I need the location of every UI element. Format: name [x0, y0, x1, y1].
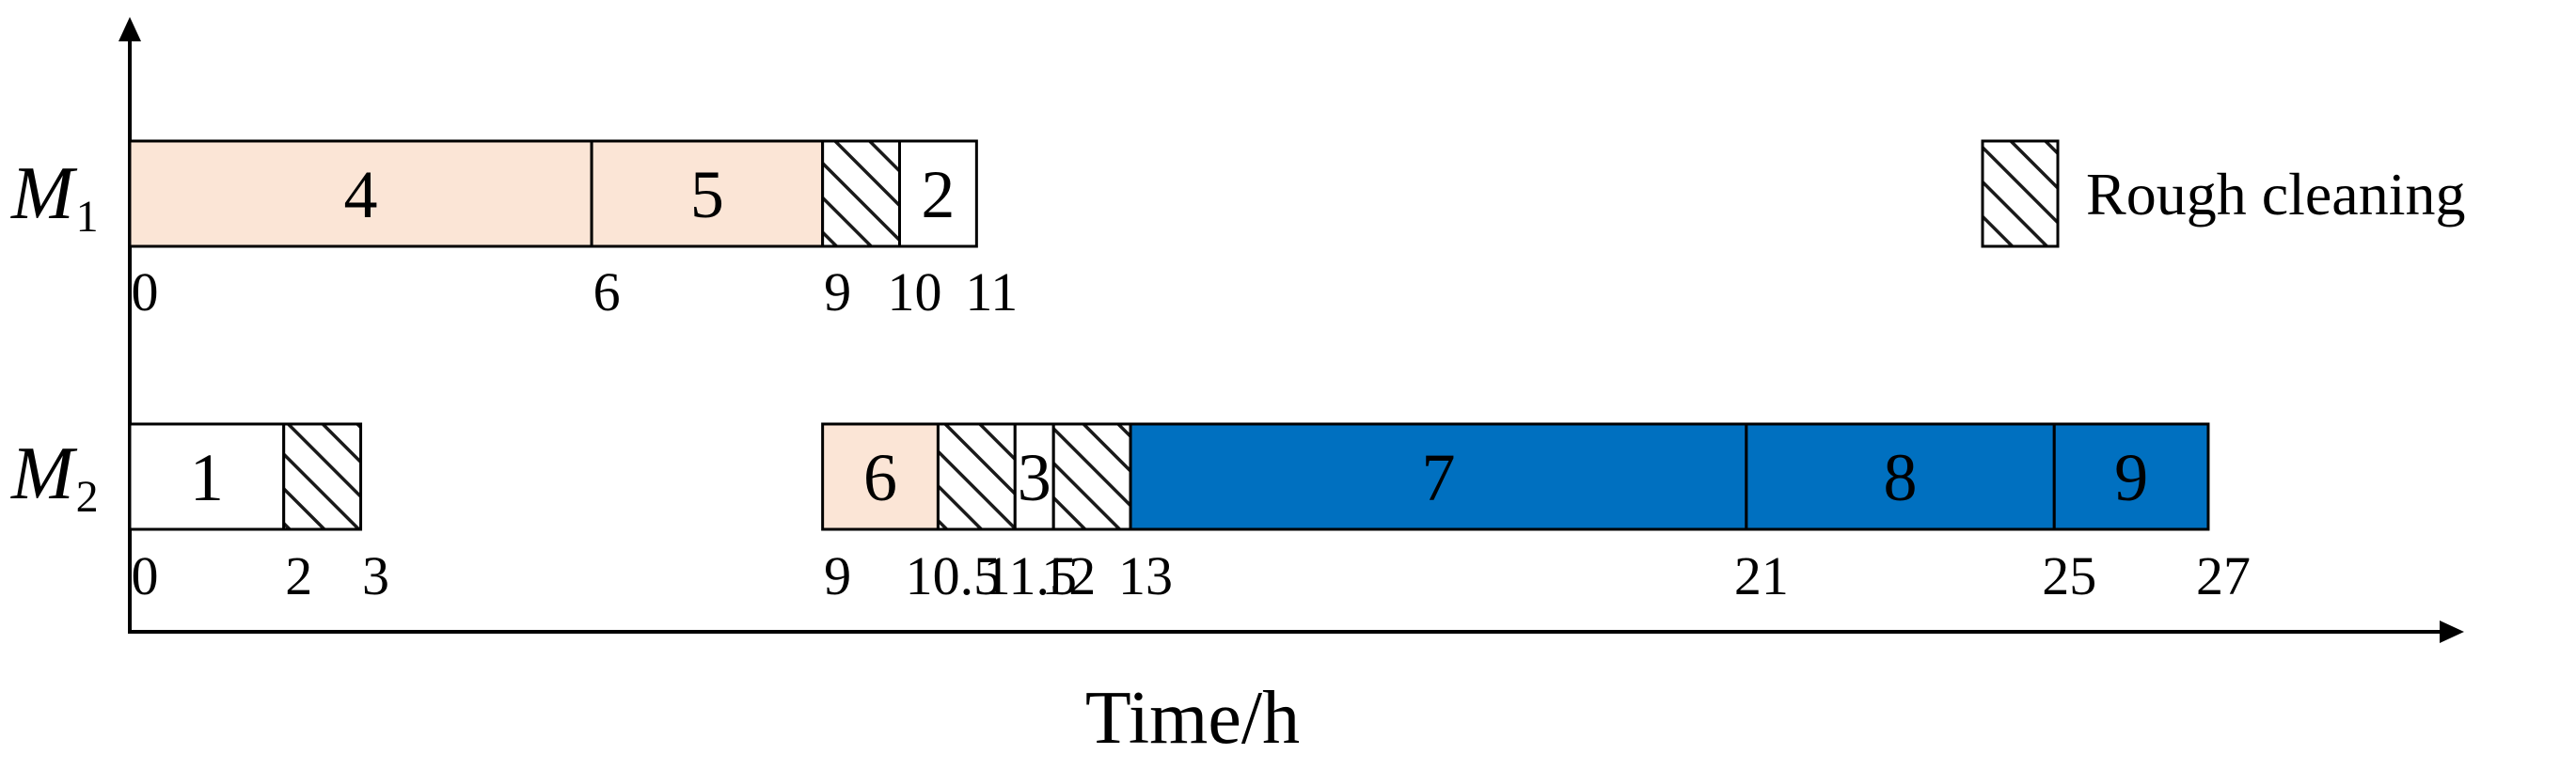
job-bar-m1-1 — [590, 139, 825, 248]
tick-label-m1-11: 11 — [965, 261, 1018, 322]
job-bar-m2-4 — [1013, 422, 1055, 531]
job-bar-m2-7 — [1745, 422, 2056, 531]
job-bar-m1-0 — [128, 139, 593, 248]
machine-label-m2: M2 — [10, 432, 99, 522]
tick-label-m1-6: 6 — [593, 261, 621, 322]
job-bar-m2-8 — [2052, 422, 2210, 531]
cleaning-block-m2-1 — [282, 422, 363, 531]
cleaning-block-m1-2 — [821, 139, 902, 248]
tick-label-m2-21: 21 — [1734, 545, 1789, 606]
cleaning-block-m2-3 — [936, 422, 1017, 531]
tick-label-m1-9: 9 — [824, 261, 851, 322]
machine-label-m1: M1 — [10, 152, 99, 242]
job-label-m2-3: 3 — [1018, 440, 1051, 515]
tick-label-m2-11.5: 11.5 — [984, 545, 1077, 606]
tick-label-m2-13: 13 — [1118, 545, 1173, 606]
cleaning-block-m2-5 — [1051, 422, 1132, 531]
job-label-m1-5: 5 — [690, 157, 724, 232]
x-axis-arrow — [2440, 621, 2464, 643]
tick-label-m2-2: 2 — [285, 545, 312, 606]
job-bar-m1-3 — [898, 139, 978, 248]
tick-label-m2-0: 0 — [132, 545, 159, 606]
tick-label-m2-9: 9 — [824, 545, 851, 606]
job-label-m1-2: 2 — [921, 157, 955, 232]
tick-label-m2-12: 12 — [1041, 545, 1096, 606]
legend-label: Rough cleaning — [2086, 161, 2465, 228]
tick-label-m2-3: 3 — [362, 545, 389, 606]
legend: Rough cleaning — [1981, 139, 2465, 248]
job-bar-m2-6 — [1129, 422, 1748, 531]
job-label-m2-8: 8 — [1884, 440, 1918, 515]
tick-label-m1-10: 10 — [888, 261, 942, 322]
y-axis-arrow — [119, 17, 141, 41]
job-label-m1-4: 4 — [344, 157, 378, 232]
job-label-m2-7: 7 — [1421, 440, 1455, 515]
bars-layer: 4 5 2 1 6 3 7 8 9 — [128, 139, 2210, 531]
job-label-m2-1: 1 — [190, 440, 224, 515]
job-bar-m2-0 — [128, 422, 286, 531]
tick-label-m2-25: 25 — [2042, 545, 2096, 606]
tick-label-m2-10.5: 10.5 — [906, 545, 1002, 606]
tick-label-m2-27: 27 — [2196, 545, 2251, 606]
tick-label-m1-0: 0 — [132, 261, 159, 322]
job-label-m2-6: 6 — [863, 440, 897, 515]
job-label-m2-9: 9 — [2114, 440, 2148, 515]
x-axis-title: Time/h — [1085, 677, 1300, 760]
legend-hatch-swatch — [1981, 139, 2060, 248]
